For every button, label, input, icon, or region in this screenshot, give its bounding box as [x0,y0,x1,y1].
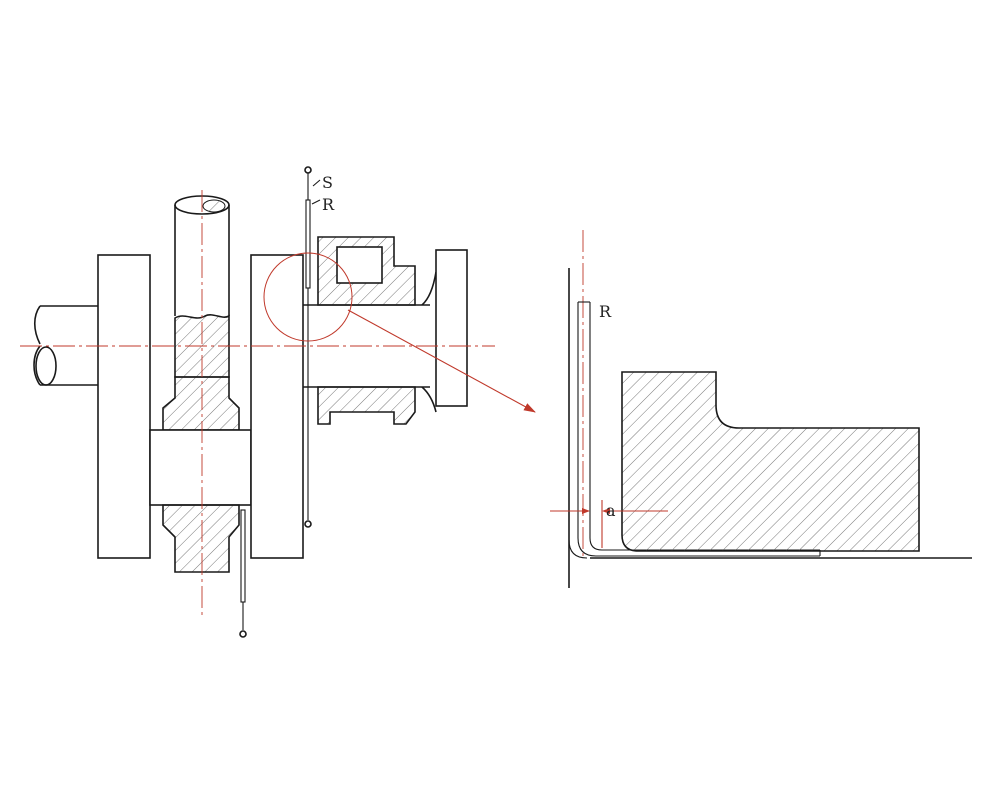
left-shaft [33,305,98,386]
dimension-a [550,500,668,548]
left-disc [97,254,151,559]
detail-arrow [347,309,536,413]
probe-lower [239,509,247,638]
shaft-assembly: S R [20,166,536,638]
right-disc [250,254,304,559]
label-s: S [322,173,333,192]
hub-upper [162,376,240,431]
detail-circle [263,252,353,342]
label-r-detail: R [599,302,612,321]
housing-slot [336,246,383,284]
label-r-main: R [322,195,335,214]
crank-pin [149,429,252,506]
hub-lower [162,504,240,573]
outer-sheet [568,539,588,559]
detail-view: R a [550,230,972,588]
label-a-detail: a [606,501,616,520]
probe-upper [304,166,321,528]
housing-lower [317,386,416,425]
hatched-block [621,371,920,552]
